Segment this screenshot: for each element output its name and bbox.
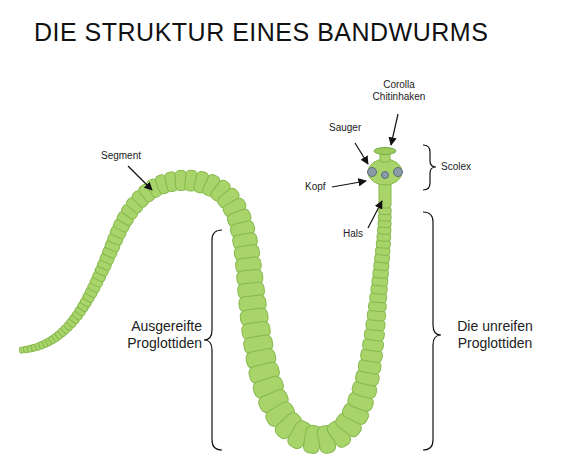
worm-body <box>19 170 391 454</box>
curly-brace <box>423 145 436 190</box>
worm-head <box>368 148 403 209</box>
sucker <box>368 168 377 177</box>
part-label: Scolex <box>441 161 501 173</box>
part-label: Segment <box>101 150 161 162</box>
sucker <box>382 172 389 179</box>
curly-brace <box>204 230 222 450</box>
part-label: Ausgereifte Proglottiden <box>92 318 202 352</box>
scolex-head <box>368 159 402 185</box>
leader-arrow <box>368 201 382 228</box>
part-label: Die unreifen Proglottiden <box>440 318 550 352</box>
curly-brace <box>423 212 441 450</box>
leader-lines <box>128 114 398 228</box>
part-label: Hals <box>343 228 383 240</box>
leader-arrow <box>128 166 152 190</box>
part-label: Sauger <box>329 122 379 134</box>
hook-corolla <box>374 148 396 155</box>
worm-guide <box>22 180 385 440</box>
part-label: Kopf <box>305 181 345 193</box>
diagram-title: DIE STRUKTUR EINES BANDWURMS <box>34 18 488 47</box>
braces <box>204 145 441 450</box>
leader-arrow <box>355 143 368 164</box>
part-label: Corolla Chitinhaken <box>366 79 432 103</box>
sucker <box>394 168 403 177</box>
leader-arrow <box>391 114 398 145</box>
leader-arrow <box>332 181 366 187</box>
